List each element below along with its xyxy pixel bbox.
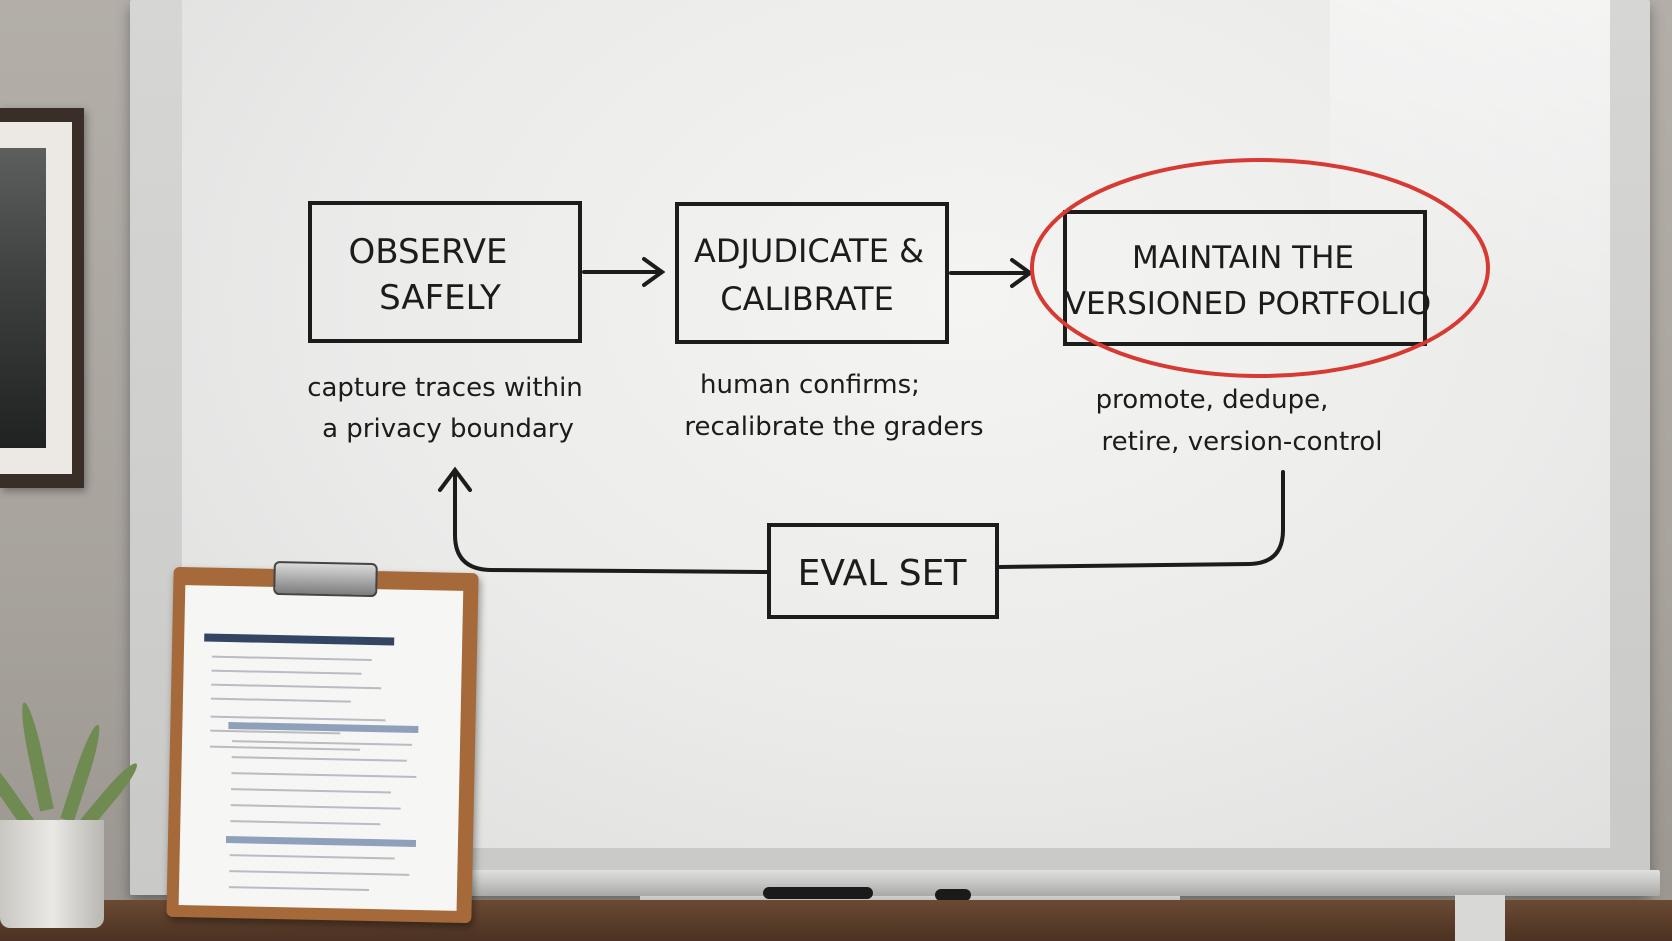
marker-1[interactable] xyxy=(763,887,873,899)
clipboard-paper xyxy=(178,585,464,911)
paper-section-bar-2 xyxy=(225,836,417,847)
step2-title-line2: CALIBRATE xyxy=(720,280,894,318)
step3-title-line2: VERSIONED PORTFOLIO xyxy=(1065,286,1431,322)
step1-title-line2: SAFELY xyxy=(379,278,501,318)
marker-tray xyxy=(440,870,1660,896)
whiteboard-stand xyxy=(1455,895,1505,941)
step2-box xyxy=(675,202,949,344)
clipboard xyxy=(166,560,479,924)
loop-line-right xyxy=(998,470,1285,569)
picture-artwork xyxy=(0,148,46,448)
step3-note-line2: retire, version-control xyxy=(1102,427,1383,457)
arrow-step2-to-step3 xyxy=(949,258,1034,288)
framed-picture xyxy=(0,108,84,488)
clipboard-clip xyxy=(273,560,378,598)
step1-title-line1: OBSERVE xyxy=(348,232,507,272)
step1-note-line2: a privacy boundary xyxy=(322,414,574,444)
paper-header-bar xyxy=(204,633,395,646)
step3-note-line1: promote, dedupe, xyxy=(1096,385,1329,415)
step2-title-line1: ADJUDICATE & xyxy=(694,232,924,270)
eval-set-label: EVAL SET xyxy=(798,553,968,594)
step2-note-line1: human confirms; xyxy=(700,370,920,400)
eval-set-box xyxy=(767,523,999,619)
step2-note-line2: recalibrate the graders xyxy=(684,412,983,442)
step1-box xyxy=(308,201,582,343)
marker-2[interactable] xyxy=(935,889,971,901)
plant-pot xyxy=(0,820,104,928)
step3-box xyxy=(1063,210,1427,346)
arrow-step1-to-step2 xyxy=(582,257,666,287)
highlight-circle xyxy=(1030,158,1490,378)
loop-line-left xyxy=(438,466,769,574)
step1-note-line1: capture traces within xyxy=(307,373,583,403)
step3-title-line1: MAINTAIN THE xyxy=(1132,240,1354,276)
